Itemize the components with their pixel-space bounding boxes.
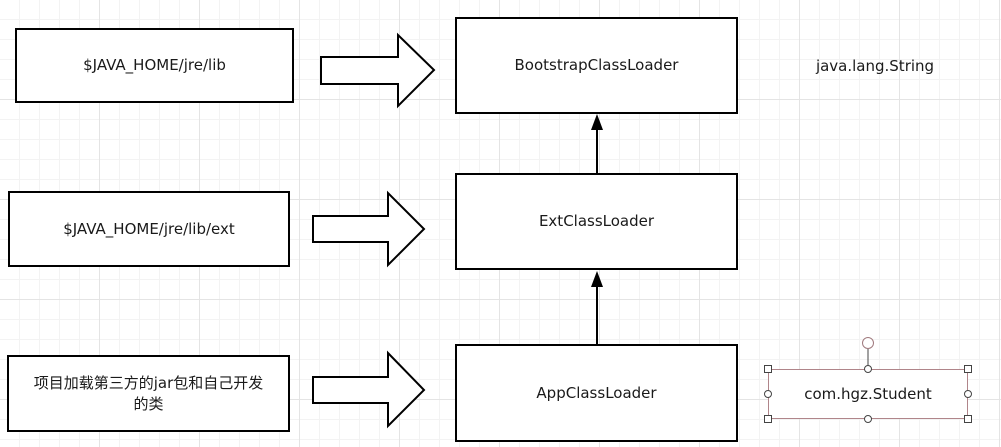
block-arrow-jre-lib-ext (312, 190, 426, 268)
loader-label-app: AppClassLoader (536, 383, 657, 402)
block-arrow-project (312, 350, 426, 429)
example-label-string: java.lang.String (815, 57, 935, 75)
selection-handle-bottom-right[interactable] (964, 415, 972, 423)
block-arrow-jre-lib (320, 32, 436, 109)
selection-handle-middle-right[interactable] (964, 390, 972, 398)
example-label-student: com.hgz.Student (804, 385, 932, 403)
delegation-arrowhead-bootstrap (591, 114, 603, 130)
loader-box-bootstrap: BootstrapClassLoader (455, 17, 738, 114)
source-box-project: 项目加载第三方的jar包和自己开发的类 (7, 355, 290, 432)
source-box-jre-lib-ext: $JAVA_HOME/jre/lib/ext (8, 191, 290, 267)
source-label-project: 项目加载第三方的jar包和自己开发的类 (33, 374, 264, 413)
loader-label-ext: ExtClassLoader (538, 212, 655, 231)
selection-handle-middle-left[interactable] (764, 390, 772, 398)
loader-label-bootstrap: BootstrapClassLoader (514, 56, 679, 75)
source-box-jre-lib: $JAVA_HOME/jre/lib (15, 28, 294, 103)
selection-handle-top-right[interactable] (964, 365, 972, 373)
source-label-jre-lib: $JAVA_HOME/jre/lib (83, 56, 226, 75)
delegation-arrowhead-ext (591, 271, 603, 287)
selection-handle-top-center[interactable] (864, 365, 872, 373)
example-box-student[interactable]: com.hgz.Student (768, 369, 968, 419)
source-label-jre-lib-ext: $JAVA_HOME/jre/lib/ext (63, 219, 235, 238)
selection-rotate-handle[interactable] (862, 337, 874, 349)
loader-box-ext: ExtClassLoader (455, 173, 738, 270)
loader-box-app: AppClassLoader (455, 344, 738, 442)
selection-handle-top-left[interactable] (764, 365, 772, 373)
selection-handle-bottom-center[interactable] (864, 415, 872, 423)
selection-handle-bottom-left[interactable] (764, 415, 772, 423)
